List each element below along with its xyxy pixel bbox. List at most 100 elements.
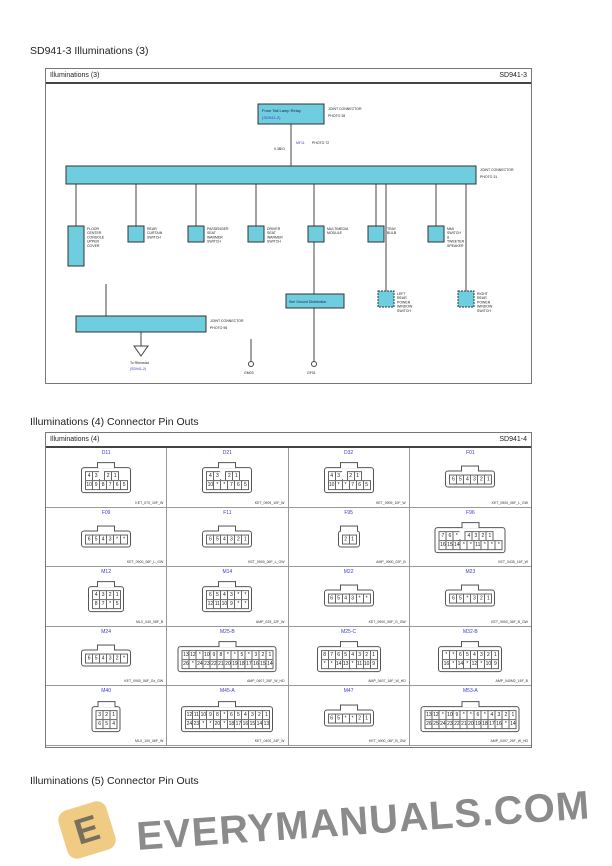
connector-code: KET_0900_06F_G_GW [368,619,406,624]
top-block-label: From Tail Lamp Relay [262,108,301,113]
see-ground-label: See Ground Distribution [289,300,326,304]
connector-name: F95 [344,509,353,516]
panel-title: Illuminations (4) [50,436,100,443]
pin: * [241,599,250,610]
connector-name: M25-C [341,628,357,635]
joint-connector-label: JOINT CONNECTOR [480,168,514,172]
connector-code: AMP_0407_26F_W_HD [246,679,285,684]
connector-name: M23 [465,569,476,576]
panel-header: Illuminations (3) SD941-3 [46,69,531,84]
connector-latch [218,641,237,648]
photo-label: PHOTO 95 [210,326,227,330]
connector-code: KET_0435_16F_W [498,560,528,565]
component-box [367,225,385,243]
connector-name: D11 [101,450,111,456]
pin [99,471,106,480]
pin: 1 [362,713,371,724]
connector-latch [218,525,237,532]
connector-name: M25-B [220,628,235,635]
connector-code: KET_0400_24F_W [254,738,285,743]
connector-latch [461,522,480,529]
pin [341,471,348,480]
connector-latch [218,462,237,469]
pin: 5 [120,480,129,491]
connector-latch [97,581,116,588]
mf11-photo: PHOTO 72 [312,141,329,145]
connector-latch [97,462,116,469]
connector-name: M14 [222,569,233,576]
connector-code: MLX_040_08F_B [136,619,164,624]
connector-code: KET_070_10F_W [135,500,164,505]
pin: 14 [508,718,517,729]
connector-code: KET_0900_06F_L_GW [248,560,285,565]
panel-header: Illuminations (4) SD941-4 [46,433,531,448]
component-box [67,225,85,267]
connector-latch [461,700,480,707]
mf11-label: MF11 [296,141,305,145]
connector-code: KET_0909_10F_W [254,500,285,505]
component-box [307,225,325,243]
pin: 13 [262,718,271,729]
connector-latch [339,525,358,532]
section-title: Illuminations (4) Connector Pin Outs [30,416,199,428]
connector-name: D21 [222,450,232,456]
pin: 9 [491,659,500,670]
pin: 9 [369,659,378,670]
connector-latch [97,644,116,651]
pin: 5 [113,599,122,610]
connector-latch [218,581,237,588]
component-box [187,225,205,243]
component-box [457,290,475,308]
connector-name: M32-B [463,628,478,635]
pin: * [494,540,503,551]
ground-label: GM03 [244,371,254,375]
panel-title: Illuminations (3) [50,72,100,79]
connector-name: M53-A [463,688,478,695]
watermark: EVERYMANUALS.COM [135,783,592,859]
wiring-diagram: From Tail Lamp Relay (SD941-2) JOINT CON… [65,103,514,375]
pin: * [362,594,371,605]
